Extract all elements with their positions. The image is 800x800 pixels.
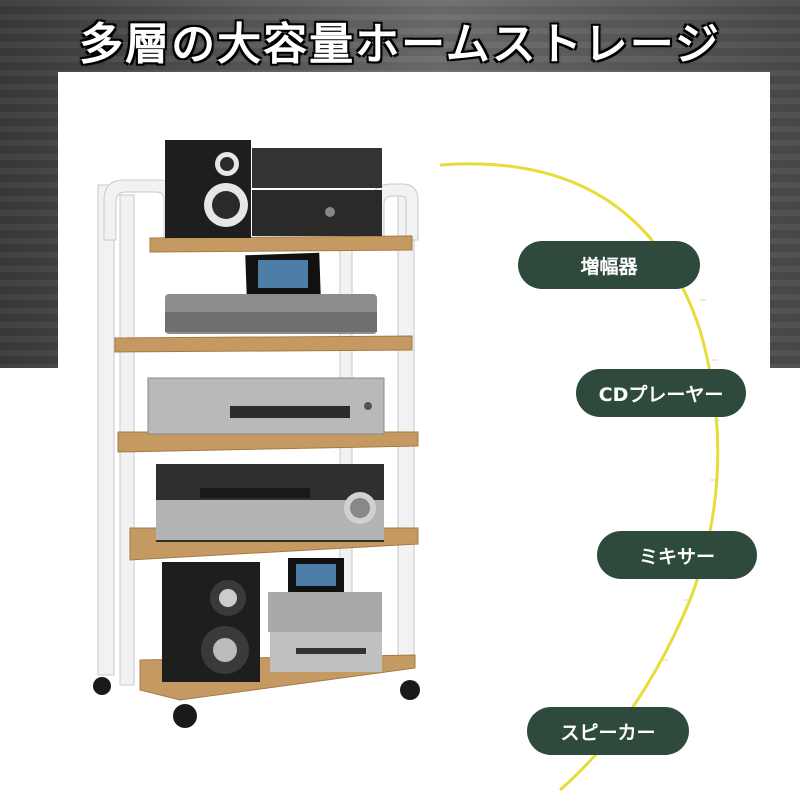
bottom-speaker-icon bbox=[162, 562, 260, 682]
cd-player-icon bbox=[147, 377, 385, 435]
label-cd-player: CDプレーヤー bbox=[576, 369, 746, 417]
speaker-icon bbox=[165, 140, 251, 238]
label-amplifier: 増幅器 bbox=[518, 241, 700, 289]
label-speaker: スピーカー bbox=[527, 707, 689, 755]
caster-wheel-icon bbox=[93, 677, 420, 728]
amplifier-icon bbox=[252, 148, 382, 236]
label-mixer: ミキサー bbox=[597, 531, 757, 579]
dock-unit bbox=[165, 252, 377, 334]
bottom-units bbox=[268, 558, 382, 672]
page-title: 多層の大容量ホームストレージ bbox=[79, 19, 721, 70]
mixer-icon bbox=[156, 464, 384, 542]
